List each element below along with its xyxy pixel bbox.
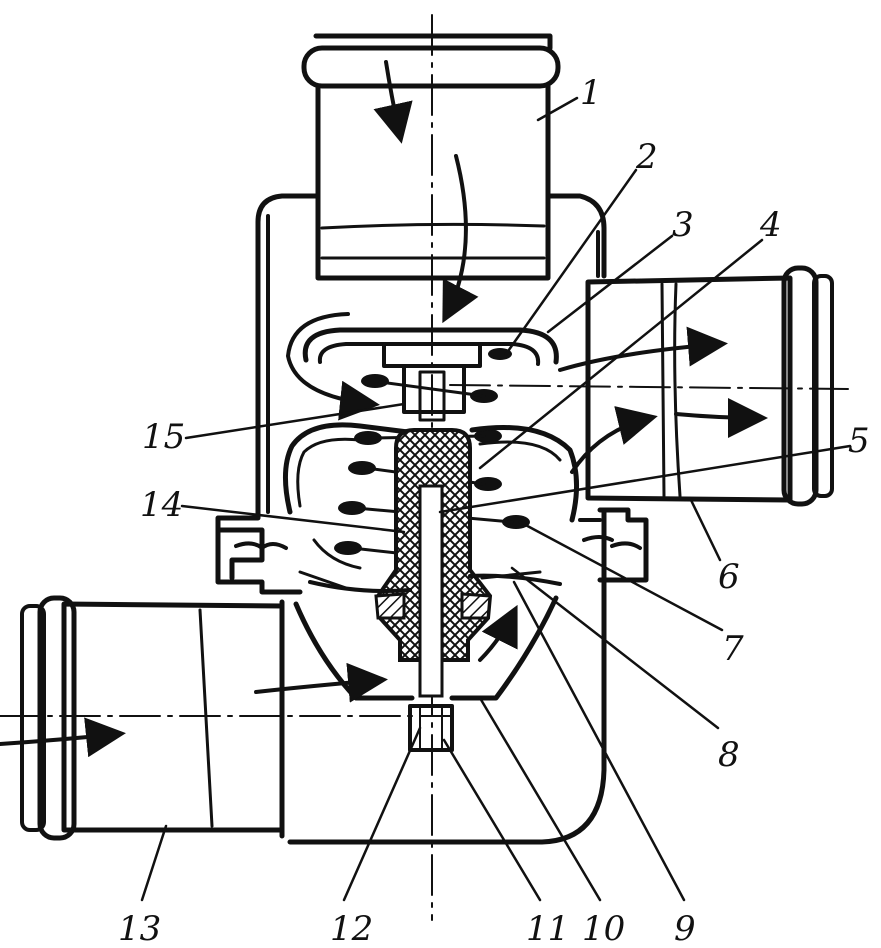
housing-flange-right	[578, 507, 649, 583]
housing-flange-left	[215, 527, 288, 581]
valve-stem	[402, 364, 466, 422]
callout-labels: 1 2 3 4 5 6 7 8 9 10 11 12 13 14 15	[118, 73, 870, 948]
callout-1: 1	[580, 73, 602, 113]
right-outlet-pipe	[585, 265, 834, 507]
callout-5: 5	[848, 421, 870, 461]
top-inlet-pipe	[301, 33, 561, 281]
callout-14: 14	[140, 485, 183, 525]
left-inlet-pipe	[20, 595, 285, 841]
callout-11: 11	[526, 909, 569, 948]
callout-9: 9	[674, 909, 696, 948]
callout-8: 8	[718, 735, 740, 775]
bypass-valve-dome	[282, 422, 580, 523]
callout-15: 15	[142, 417, 185, 457]
callout-12: 12	[330, 909, 373, 948]
leader-lines	[140, 96, 852, 902]
callout-6: 6	[718, 557, 740, 597]
callout-3: 3	[672, 205, 694, 245]
main-valve-cap	[302, 327, 559, 368]
flow-arrows	[0, 60, 768, 758]
callout-2: 2	[635, 137, 658, 177]
callout-13: 13	[118, 909, 161, 948]
callout-10: 10	[582, 909, 625, 948]
callout-4: 4	[759, 205, 782, 245]
callout-7: 7	[722, 629, 744, 669]
thermal-element	[374, 428, 493, 698]
